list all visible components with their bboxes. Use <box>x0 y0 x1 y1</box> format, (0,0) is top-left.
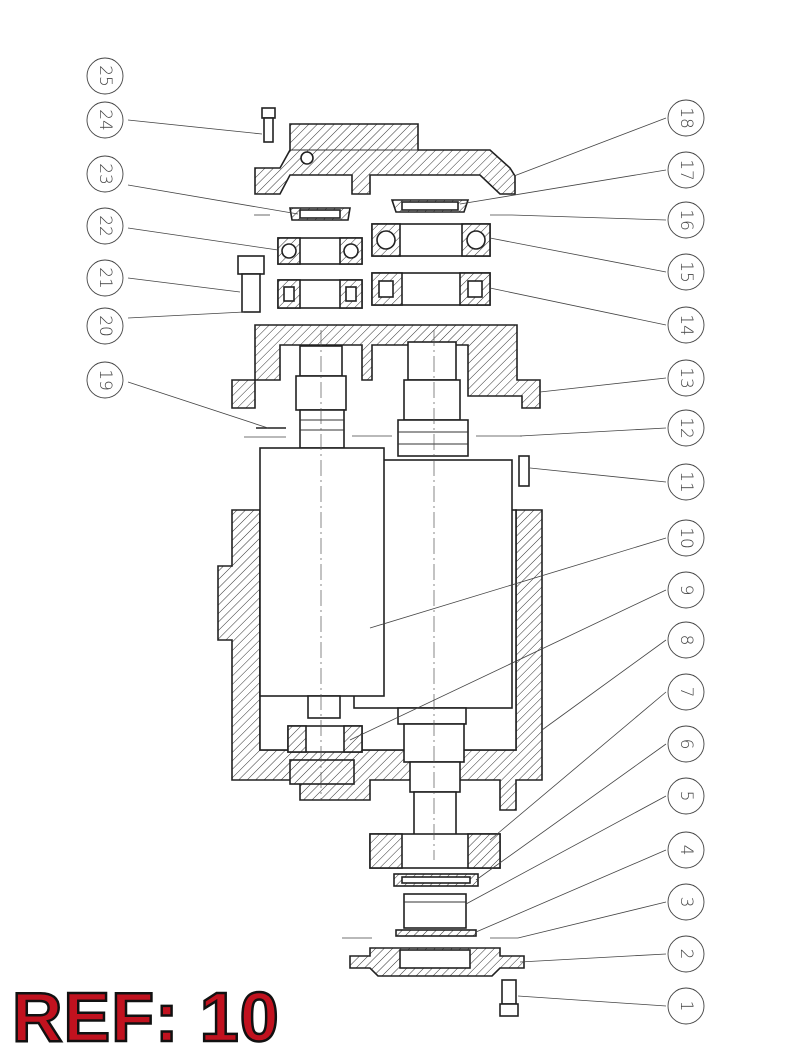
svg-text:15: 15 <box>676 261 696 283</box>
callout-24: 24 <box>86 101 124 139</box>
callout-22: 22 <box>86 207 124 245</box>
svg-text:12: 12 <box>676 417 696 439</box>
callout-12: 12 <box>667 409 705 447</box>
flange-housing <box>231 324 541 409</box>
ball-bearing-large <box>371 223 491 257</box>
callout-2: 2 <box>667 935 705 973</box>
shaft-seal <box>393 873 479 887</box>
roller-bearing-lower <box>287 725 363 753</box>
svg-text:18: 18 <box>676 107 696 129</box>
top-cover <box>254 123 516 195</box>
roller-bearing-small <box>277 279 363 309</box>
svg-text:2: 2 <box>676 949 696 960</box>
svg-text:7: 7 <box>676 687 696 698</box>
svg-text:21: 21 <box>95 267 115 289</box>
svg-text:13: 13 <box>676 367 696 389</box>
callout-18: 18 <box>667 99 705 137</box>
callout-9: 9 <box>667 571 705 609</box>
callout-8: 8 <box>667 621 705 659</box>
svg-text:1: 1 <box>676 1001 696 1012</box>
bolt-hex <box>237 255 265 313</box>
svg-text:4: 4 <box>676 845 696 856</box>
centre-lines <box>320 330 435 860</box>
o-ring <box>342 929 518 939</box>
output-roller-bearing <box>369 833 501 869</box>
svg-text:23: 23 <box>95 163 115 185</box>
svg-text:3: 3 <box>676 897 696 908</box>
gear-small <box>259 447 385 697</box>
svg-text:24: 24 <box>95 109 115 131</box>
callout-15: 15 <box>667 253 705 291</box>
callout-25: 25 <box>86 57 124 95</box>
spacer-sleeve <box>403 893 467 929</box>
shaft-key <box>518 455 530 487</box>
svg-text:20: 20 <box>95 315 115 337</box>
callout-11: 11 <box>667 463 705 501</box>
svg-text:19: 19 <box>95 369 115 391</box>
svg-text:14: 14 <box>676 314 696 336</box>
callout-13: 13 <box>667 359 705 397</box>
callout-17: 17 <box>667 151 705 189</box>
leader-lines <box>127 117 667 1007</box>
callout-4: 4 <box>667 831 705 869</box>
svg-text:6: 6 <box>676 739 696 750</box>
callout-14: 14 <box>667 306 705 344</box>
reference-label: REF: 10 <box>11 978 280 1056</box>
callout-3: 3 <box>667 883 705 921</box>
svg-text:22: 22 <box>95 215 115 237</box>
gear-shaft <box>397 341 469 457</box>
pin-small <box>244 427 286 438</box>
shaft-spigot <box>307 695 341 719</box>
roller-bearing-large <box>371 272 491 306</box>
callout-bubbles: 25 24 23 22 21 20 19 18 17 16 15 14 13 1… <box>86 57 705 1025</box>
callout-1: 1 <box>667 987 705 1025</box>
bearing-cap-lower <box>289 759 355 785</box>
shim-ring-large <box>390 199 512 216</box>
svg-text:16: 16 <box>676 209 696 231</box>
callout-20: 20 <box>86 307 124 345</box>
svg-text:9: 9 <box>676 585 696 596</box>
screw-top <box>261 107 276 143</box>
ball-bearing-small <box>277 237 363 265</box>
bottom-cover <box>349 947 525 977</box>
screw-bottom <box>499 979 519 1017</box>
svg-text:25: 25 <box>95 65 115 87</box>
svg-text:8: 8 <box>676 635 696 646</box>
shim-ring-small <box>254 207 351 221</box>
svg-text:10: 10 <box>676 527 696 549</box>
svg-text:17: 17 <box>676 159 696 181</box>
svg-text:11: 11 <box>676 471 696 493</box>
callout-19: 19 <box>86 361 124 399</box>
callout-23: 23 <box>86 155 124 193</box>
svg-text:5: 5 <box>676 791 696 802</box>
callout-10: 10 <box>667 519 705 557</box>
callout-7: 7 <box>667 673 705 711</box>
output-shaft <box>397 707 467 845</box>
callout-6: 6 <box>667 725 705 763</box>
callout-21: 21 <box>86 259 124 297</box>
callout-5: 5 <box>667 777 705 815</box>
callout-16: 16 <box>667 201 705 239</box>
